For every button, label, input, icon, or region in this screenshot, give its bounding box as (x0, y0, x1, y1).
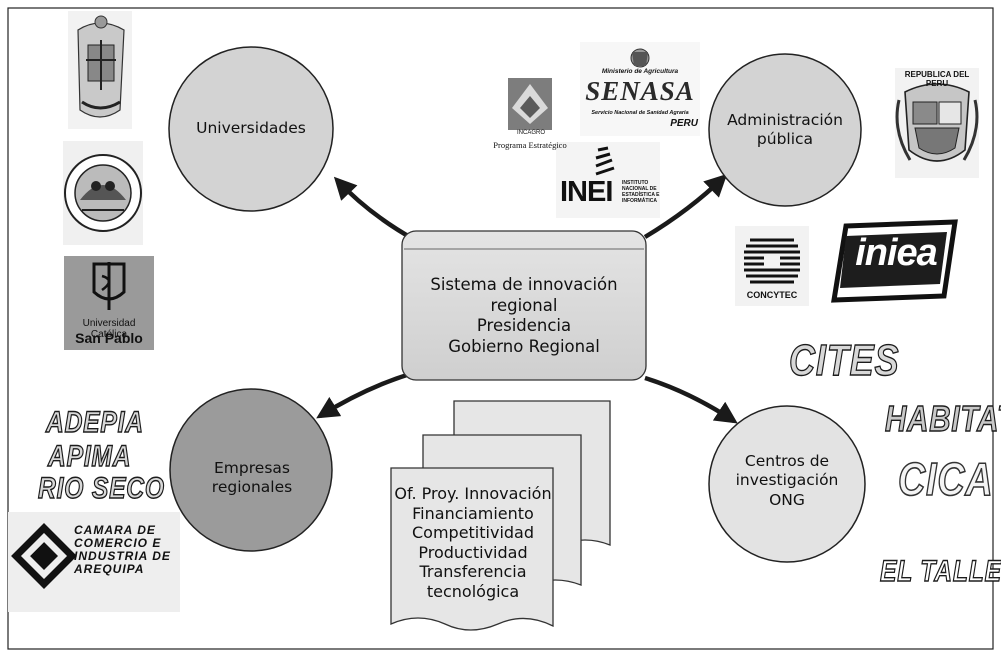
node-empresas-line-2: regionales (211, 478, 293, 497)
iniea-logo (831, 219, 958, 303)
apima-logo: APIMA (47, 439, 132, 473)
senasa-logo (580, 42, 700, 136)
node-administracion-label: Administración pública (710, 111, 860, 150)
center-box-label: Sistema de innovación regional Presidenc… (404, 275, 644, 358)
center-box (401, 230, 647, 381)
rio-seco-logo: RIO SECO (37, 471, 165, 505)
incagro-badge: INCAGRO (516, 130, 545, 136)
university-crest-logo (68, 11, 132, 129)
san-pablo-caption-1: Universidad Católica (82, 318, 136, 340)
camara-line-1: CAMARA DE (74, 523, 156, 537)
node-centros-line-2: investigación (735, 471, 839, 490)
inei-subtitle: INSTITUTO NACIONAL DE ESTADÍSTICA E INFO… (622, 180, 660, 204)
center-line-3: Presidencia (476, 316, 572, 336)
node-centros-label: Centros de investigación ONG (710, 452, 864, 510)
senasa-name: SENASA (585, 76, 695, 106)
cica-logo: CICA (897, 452, 994, 506)
arrow-to-administracion (643, 173, 728, 239)
center-line-4: Gobierno Regional (448, 336, 600, 356)
node-empresas-line-1: Empresas (214, 459, 290, 477)
concytec-logo (735, 226, 809, 306)
republica-caption: REPUBLICA DEL PERU (904, 70, 970, 88)
senasa-country: PERU (670, 118, 698, 129)
inei-sub-2: NACIONAL DE (622, 186, 657, 192)
habitat-logo: HABITAT (884, 397, 1001, 439)
senasa-ministerio: Ministerio de Agricultura (601, 68, 679, 75)
san-pablo-caption-2: San Pablo (75, 330, 143, 346)
center-line-2: regional (490, 295, 558, 315)
adepia-logo: ADEPIA (45, 405, 144, 439)
document-line-2: Financiamiento (412, 503, 534, 523)
inei-logo (556, 142, 660, 218)
node-empresas-circle (169, 388, 333, 552)
document-line-3: Competitividad (411, 523, 534, 543)
document-line-5: Transferencia tecnológica (419, 562, 527, 601)
iniea-name: iniea (855, 232, 938, 274)
arrow-to-universidades (333, 176, 417, 242)
node-universidades-label: Universidades (196, 119, 306, 137)
inei-name: INEI (560, 176, 613, 208)
cites-logo: CITES (788, 335, 900, 385)
inei-sub-4: INFORMÁTICA (622, 198, 657, 204)
san-pablo-logo (64, 256, 154, 350)
node-administracion-circle (708, 53, 862, 207)
arrow-to-centros (644, 375, 738, 424)
inei-sub-1: INSTITUTO (622, 180, 649, 186)
node-centros-line-3: ONG (769, 490, 805, 509)
programa-estrategico-caption: Programa Estratégico (493, 140, 567, 150)
document-front-text: Of. Proy. Innovación Financiamiento Comp… (391, 484, 555, 601)
camara-comercio-logo (8, 512, 180, 612)
document-line-4: Productividad (418, 542, 528, 562)
center-line-1: Sistema de innovación (430, 275, 618, 294)
camara-line-3: INDUSTRIA DE (74, 549, 171, 563)
camara-line-4: AREQUIPA (74, 562, 145, 576)
node-empresas-label: Empresas regionales (172, 459, 332, 498)
node-administracion-line-2: pública (756, 130, 814, 149)
node-centros-circle (708, 405, 866, 563)
arrow-to-empresas (316, 371, 411, 419)
node-administracion-line-1: Administración (727, 111, 843, 129)
el-taller-logo: EL TALLER (879, 554, 1001, 588)
university-seal-logo (63, 141, 143, 245)
senasa-subtitle: Servicio Nacional de Sanidad Agraria (591, 110, 689, 116)
diagram-border (7, 7, 994, 650)
document-front (390, 467, 554, 631)
node-universidades-circle (168, 46, 334, 212)
republica-del-peru-logo (895, 68, 979, 178)
programa-estrategico-logo (491, 74, 571, 154)
camara-line-2: COMERCIO E (74, 536, 162, 550)
concytec-caption: CONCYTEC (746, 290, 798, 300)
inei-sub-3: ESTADÍSTICA E (622, 192, 660, 198)
node-centros-line-1: Centros de (744, 452, 830, 470)
document-line-1: Of. Proy. Innovación (394, 484, 552, 503)
camara-text: CAMARA DE COMERCIO E INDUSTRIA DE AREQUI… (74, 524, 171, 576)
